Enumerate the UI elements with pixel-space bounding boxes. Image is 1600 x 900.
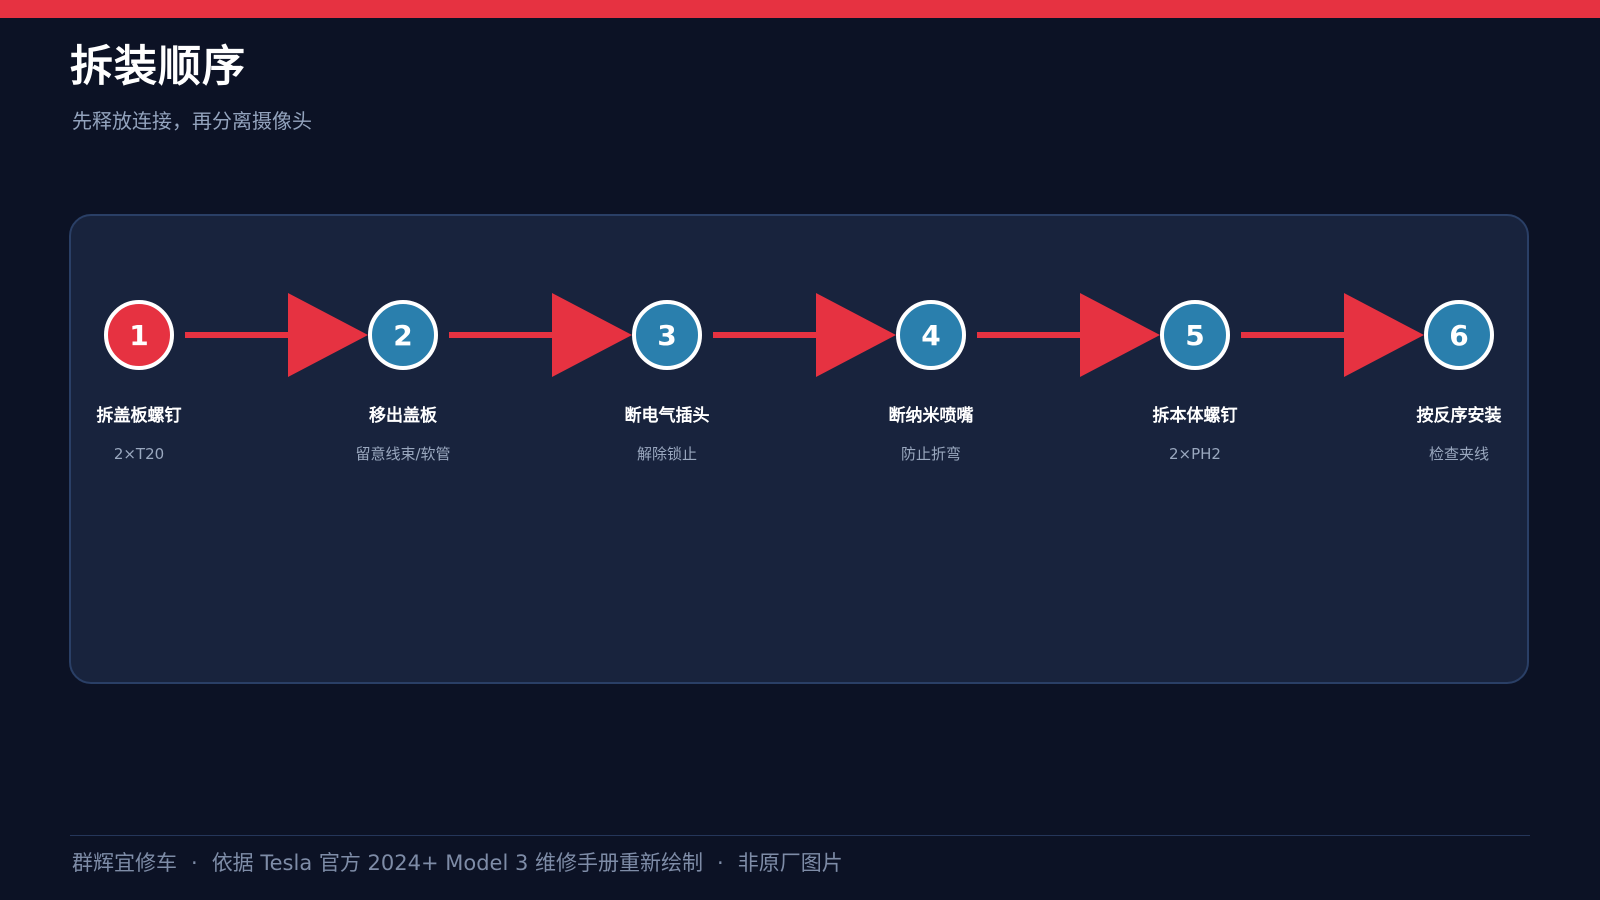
step-title: 断电气插头	[624, 406, 710, 426]
footer: 群辉宜修车 · 依据 Tesla 官方 2024+ Model 3 维修手册重新绘制…	[72, 851, 843, 876]
footer-disclaimer: 非原厂图片	[737, 851, 843, 875]
step-title: 拆盖板螺钉	[96, 406, 182, 426]
step-detail: 2×T20	[113, 445, 165, 463]
step-detail: 留意线束/软管	[355, 445, 451, 463]
step-detail: 2×PH2	[1169, 445, 1221, 463]
step-detail: 防止折弯	[900, 445, 961, 463]
footer-divider	[70, 835, 1530, 836]
footer-brand: 群辉宜修车	[72, 851, 177, 875]
step-title: 按反序安装	[1416, 406, 1502, 426]
step-title: 移出盖板	[369, 406, 437, 426]
step-detail: 检查夹线	[1428, 445, 1489, 463]
footer-separator: ·	[717, 851, 724, 875]
footer-source: 依据 Tesla 官方 2024+ Model 3 维修手册重新绘制	[211, 851, 704, 875]
step-title: 拆本体螺钉	[1152, 406, 1238, 426]
footer-separator: ·	[191, 851, 198, 875]
step-detail: 解除锁止	[636, 445, 697, 463]
flow-panel	[69, 214, 1529, 684]
step-title: 断纳米喷嘴	[888, 406, 974, 426]
page-title: 拆装顺序	[70, 42, 246, 92]
top-accent-bar	[0, 0, 1600, 18]
page-subtitle: 先释放连接，再分离摄像头	[72, 109, 312, 133]
